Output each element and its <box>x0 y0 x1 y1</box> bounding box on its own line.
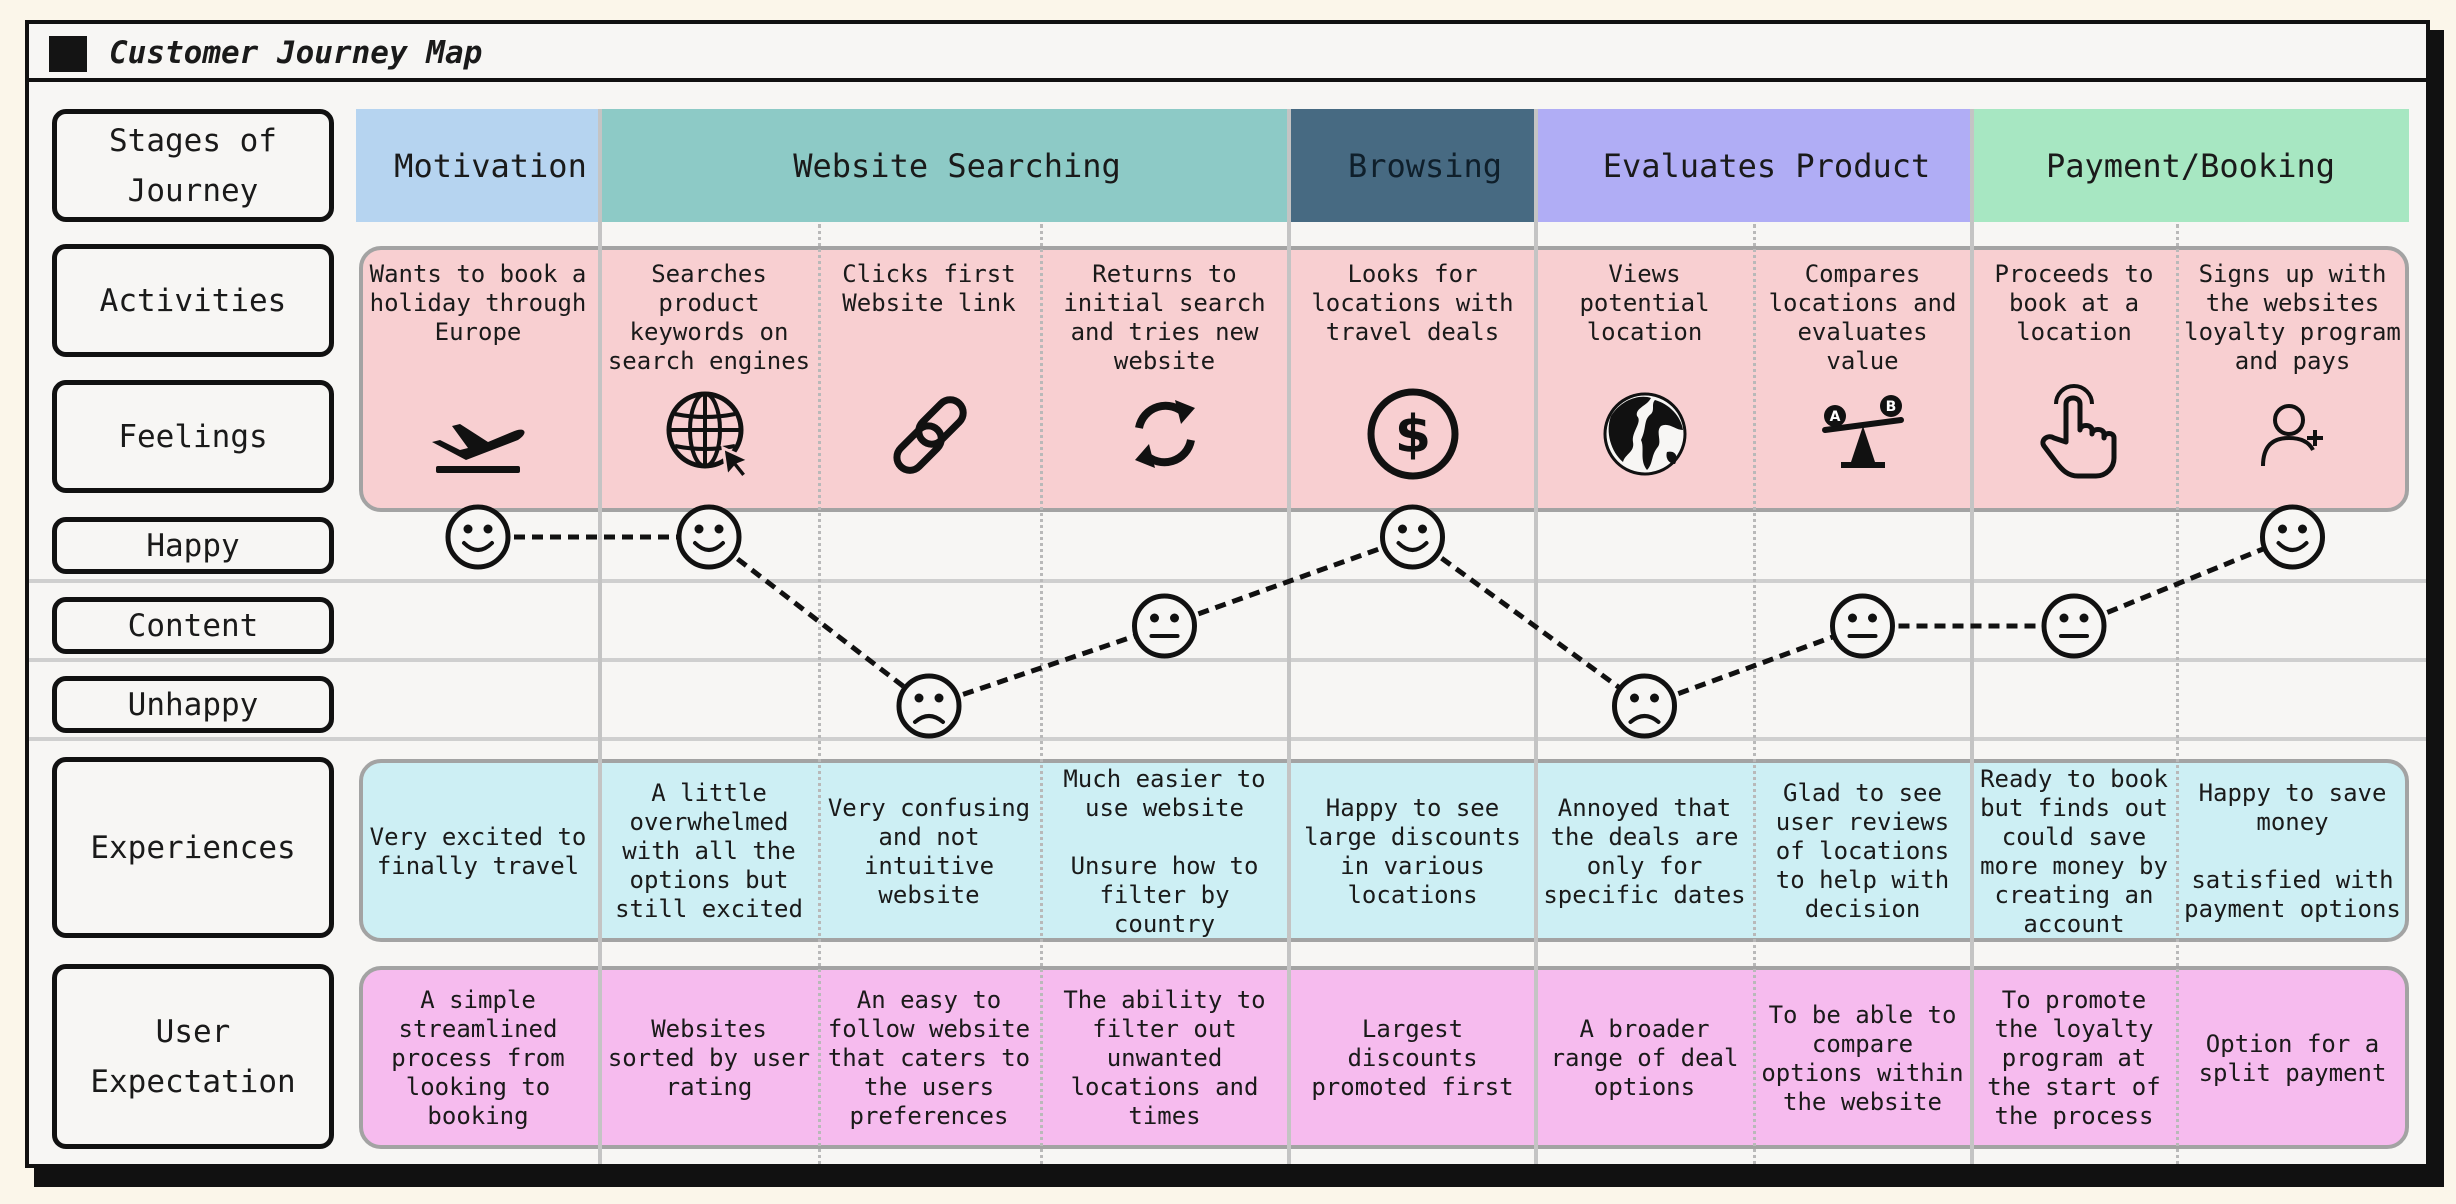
title-square-icon <box>49 36 87 72</box>
page-title: Customer Journey Map <box>109 35 483 71</box>
emotion-line-segment <box>2073 534 2294 629</box>
face-unhappy-icon <box>896 673 962 739</box>
experiences-band <box>359 759 2409 942</box>
stage-divider <box>1534 109 1538 1164</box>
expectation-text: The ability to filter out unwanted locat… <box>1063 986 1266 1130</box>
svg-text:A: A <box>1829 409 1840 425</box>
expectation-text: An easy to follow website that caters to… <box>827 986 1031 1130</box>
row-separator <box>29 737 2426 741</box>
row-separator <box>29 579 2426 583</box>
face-happy-icon <box>1380 504 1445 570</box>
emotion-line-segment <box>1643 623 1864 709</box>
expectation-text: A broader range of deal options <box>1550 1015 1739 1101</box>
experience-text: Glad to see user reviews of locations to… <box>1775 779 1950 923</box>
expectation-text: Websites sorted by user rating <box>607 1015 811 1101</box>
emotion-line-segment <box>1411 534 1646 709</box>
emotion-line-segment <box>928 623 1166 709</box>
user-add-icon <box>2260 404 2323 467</box>
step-divider <box>1753 224 1756 1164</box>
label-unhappy: Unhappy <box>52 676 334 733</box>
experience-text: A little overwhelmed with all the option… <box>615 779 803 923</box>
experience-text: Happy to see large discounts in various … <box>1304 793 1521 909</box>
expectation-text: A simple streamlined process from lookin… <box>391 986 565 1130</box>
activity-text: Returns to initial search and tries new … <box>1063 260 1266 375</box>
svg-text:B: B <box>1885 399 1896 415</box>
activity-text: Searches product keywords on search engi… <box>607 260 811 375</box>
stage-3: Browsing <box>1289 109 1561 222</box>
face-happy-icon <box>2260 504 2325 570</box>
experience-text: Much easier to use website Unsure how to… <box>1063 764 1266 938</box>
label-feelings: Feelings <box>52 380 334 493</box>
airplane-takeoff-icon <box>432 424 525 473</box>
experience-text: Ready to book but finds out could save m… <box>1980 764 2168 938</box>
title-bar: Customer Journey Map <box>29 24 2426 82</box>
expectation-text: To promote the loyalty program at the st… <box>1987 986 2161 1130</box>
stage-2: Website Searching <box>600 109 1314 222</box>
activity-text: Wants to book a holiday through Europe <box>369 260 587 346</box>
stage-5: Payment/Booking <box>1972 109 2409 222</box>
face-content-icon <box>1830 593 1895 659</box>
emotion-curve <box>445 504 2325 739</box>
stage-divider <box>1970 109 1974 1164</box>
dollar-icon: $ <box>1367 388 1458 480</box>
seesaw-compare-icon: AB <box>1821 395 1904 468</box>
face-happy-icon <box>445 504 511 570</box>
expectation-text: Largest discounts promoted first <box>1311 1015 1514 1101</box>
label-stages: Stages of Journey <box>52 109 334 222</box>
stage-divider <box>598 109 602 1164</box>
activity-text: Clicks first Website link <box>842 260 1016 317</box>
label-activities: Activities <box>52 244 334 357</box>
activity-text: Looks for locations with travel deals <box>1311 260 1514 346</box>
stage-4: Evaluates Product <box>1536 109 1997 222</box>
emotion-line-segment <box>707 535 931 708</box>
emotion-line-segment <box>1163 534 1414 629</box>
refresh-icon <box>1134 400 1195 468</box>
hand-pointer-icon <box>2040 384 2117 479</box>
face-content-icon <box>1132 593 1197 659</box>
label-happy: Happy <box>52 517 334 574</box>
svg-text:$: $ <box>1394 405 1430 465</box>
link-icon <box>893 396 967 474</box>
step-divider <box>818 224 821 1164</box>
step-divider <box>1040 224 1043 1164</box>
expectation-text: Option for a split payment <box>2198 1029 2387 1087</box>
globe-cursor-icon <box>666 391 753 481</box>
stage-divider <box>1287 109 1291 1164</box>
activity-text: Proceeds to book at a location <box>1994 260 2154 346</box>
activity-text: Signs up with the websites loyalty progr… <box>2184 260 2401 375</box>
expectation-text: To be able to compare options within the… <box>1761 1000 1964 1116</box>
earth-icon <box>1603 392 1686 476</box>
label-experiences: Experiences <box>52 757 334 938</box>
face-unhappy-icon <box>1612 673 1677 739</box>
step-divider <box>2176 224 2179 1164</box>
experience-text: Very confusing and not intuitive website <box>827 793 1031 909</box>
expectations-band <box>359 966 2409 1149</box>
row-separator <box>29 658 2426 662</box>
experience-text: Very excited to finally travel <box>369 822 587 880</box>
journey-map-frame: Customer Journey Map Stages of Journey A… <box>25 20 2430 1168</box>
experience-text: Annoyed that the deals are only for spec… <box>1543 793 1746 909</box>
activity-text: Compares locations and evaluates value <box>1768 260 1957 375</box>
label-expectation: User Expectation <box>52 964 334 1149</box>
activity-text: Views potential location <box>1579 260 1710 346</box>
face-happy-icon <box>676 504 742 570</box>
stage-1: Motivation <box>356 109 625 222</box>
experience-text: Happy to save money satisfied with payme… <box>2184 779 2401 923</box>
face-content-icon <box>2041 593 2107 659</box>
label-content: Content <box>52 597 334 654</box>
